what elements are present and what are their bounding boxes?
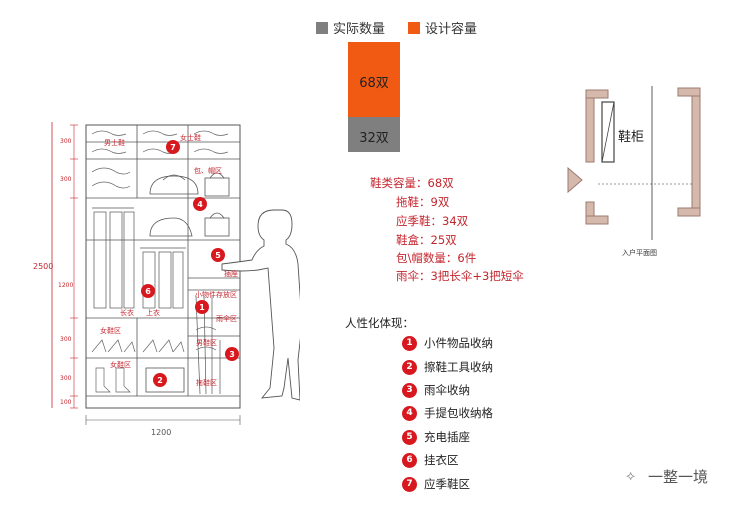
feature-item: 7 应季鞋区 (402, 476, 470, 492)
marker-6: 6 (141, 284, 155, 298)
marker-5: 5 (211, 248, 225, 262)
zone-mens: 男鞋区 (196, 339, 217, 347)
watermark-text: 一整一境 (648, 468, 709, 486)
cabinet-height-label: 2500 (33, 262, 54, 271)
watermark-icon: ⟡ (626, 468, 636, 484)
feature-number-badge: 1 (402, 335, 417, 351)
features-title: 人性化体现： (345, 316, 414, 330)
zone-womens: 女鞋区 (100, 327, 121, 335)
marker-3: 3 (225, 347, 239, 361)
zone-womens-box: 女鞋区 (110, 361, 131, 369)
feature-label: 手提包收纳格 (424, 406, 493, 420)
feature-item: 1 小件物品收纳 (402, 335, 493, 351)
floor-plan-cabinet-label: 鞋柜 (618, 130, 645, 145)
feature-item: 3 雨伞收纳 (402, 382, 470, 398)
spec-slippers: 拖鞋：9双 (396, 195, 450, 209)
feature-item: 5 充电插座 (402, 429, 470, 445)
floor-plan-caption: 入户平面图 (622, 249, 657, 257)
bar-actual-label: 32双 (359, 130, 389, 146)
feature-number-badge: 2 (402, 359, 417, 375)
legend-design-label: 设计容量 (425, 22, 478, 37)
legend-actual: 实际数量 (316, 18, 385, 37)
feature-number-badge: 5 (402, 429, 417, 445)
zone-jacket: 上衣 (146, 309, 160, 317)
feature-number-badge: 7 (402, 476, 417, 492)
bar-design-label: 68双 (359, 75, 389, 91)
zone-umbrella: 雨伞区 (216, 315, 237, 323)
feature-item: 6 挂衣区 (402, 452, 459, 468)
feature-number-badge: 4 (402, 405, 417, 421)
feature-item: 2 擦鞋工具收纳 (402, 359, 493, 375)
spec-seasonal-shoes: 应季鞋：34双 (396, 214, 469, 228)
row-dim-6: 100 (60, 399, 72, 406)
row-dim-2: 300 (60, 176, 72, 183)
zone-long-coat: 长衣 (120, 309, 134, 317)
zone-outlet: 插座 (224, 270, 238, 278)
row-dim-4: 300 (60, 336, 72, 343)
zone-mens-shoes: 男士鞋 (104, 139, 125, 147)
legend-actual-label: 实际数量 (333, 22, 386, 37)
feature-number-badge: 3 (402, 382, 417, 398)
marker-1: 1 (195, 300, 209, 314)
feature-label: 挂衣区 (424, 453, 459, 467)
legend-design-swatch (408, 21, 420, 34)
marker-4: 4 (193, 197, 207, 211)
bar-design-capacity: 68双 (348, 42, 400, 117)
cabinet-elevation (51, 122, 300, 425)
spec-bags-hats: 包\帽数量：6件 (396, 251, 477, 265)
feature-item: 4 手提包收纳格 (402, 405, 493, 421)
marker-7: 7 (166, 140, 180, 154)
spec-shoe-boxes: 鞋盒：25双 (396, 233, 457, 247)
zone-bag-hat: 包、帽区 (194, 167, 222, 175)
feature-label: 雨伞收纳 (424, 383, 470, 397)
zone-slippers: 拖鞋区 (196, 379, 217, 387)
spec-shoe-capacity: 鞋类容量：68双 (370, 176, 454, 190)
feature-number-badge: 6 (402, 452, 417, 468)
cabinet-width-label: 1200 (151, 428, 172, 437)
bar-actual-count: 32双 (348, 117, 400, 152)
spec-umbrellas: 雨伞：3把长伞+3把短伞 (396, 269, 524, 283)
legend-actual-swatch (316, 21, 328, 34)
row-dim-3: 1200 (58, 282, 74, 289)
zone-small-items: 小物件存放区 (195, 291, 237, 299)
feature-label: 充电插座 (424, 430, 470, 444)
feature-label: 应季鞋区 (424, 477, 470, 491)
row-dim-5: 300 (60, 375, 72, 382)
feature-label: 小件物品收纳 (424, 336, 493, 350)
marker-2: 2 (153, 373, 167, 387)
entry-floor-plan (567, 86, 701, 240)
zone-womens-shoes-top: 女士鞋 (180, 134, 201, 142)
feature-label: 擦鞋工具收纳 (424, 360, 493, 374)
legend-design: 设计容量 (408, 18, 477, 37)
row-dim-1: 300 (60, 138, 72, 145)
